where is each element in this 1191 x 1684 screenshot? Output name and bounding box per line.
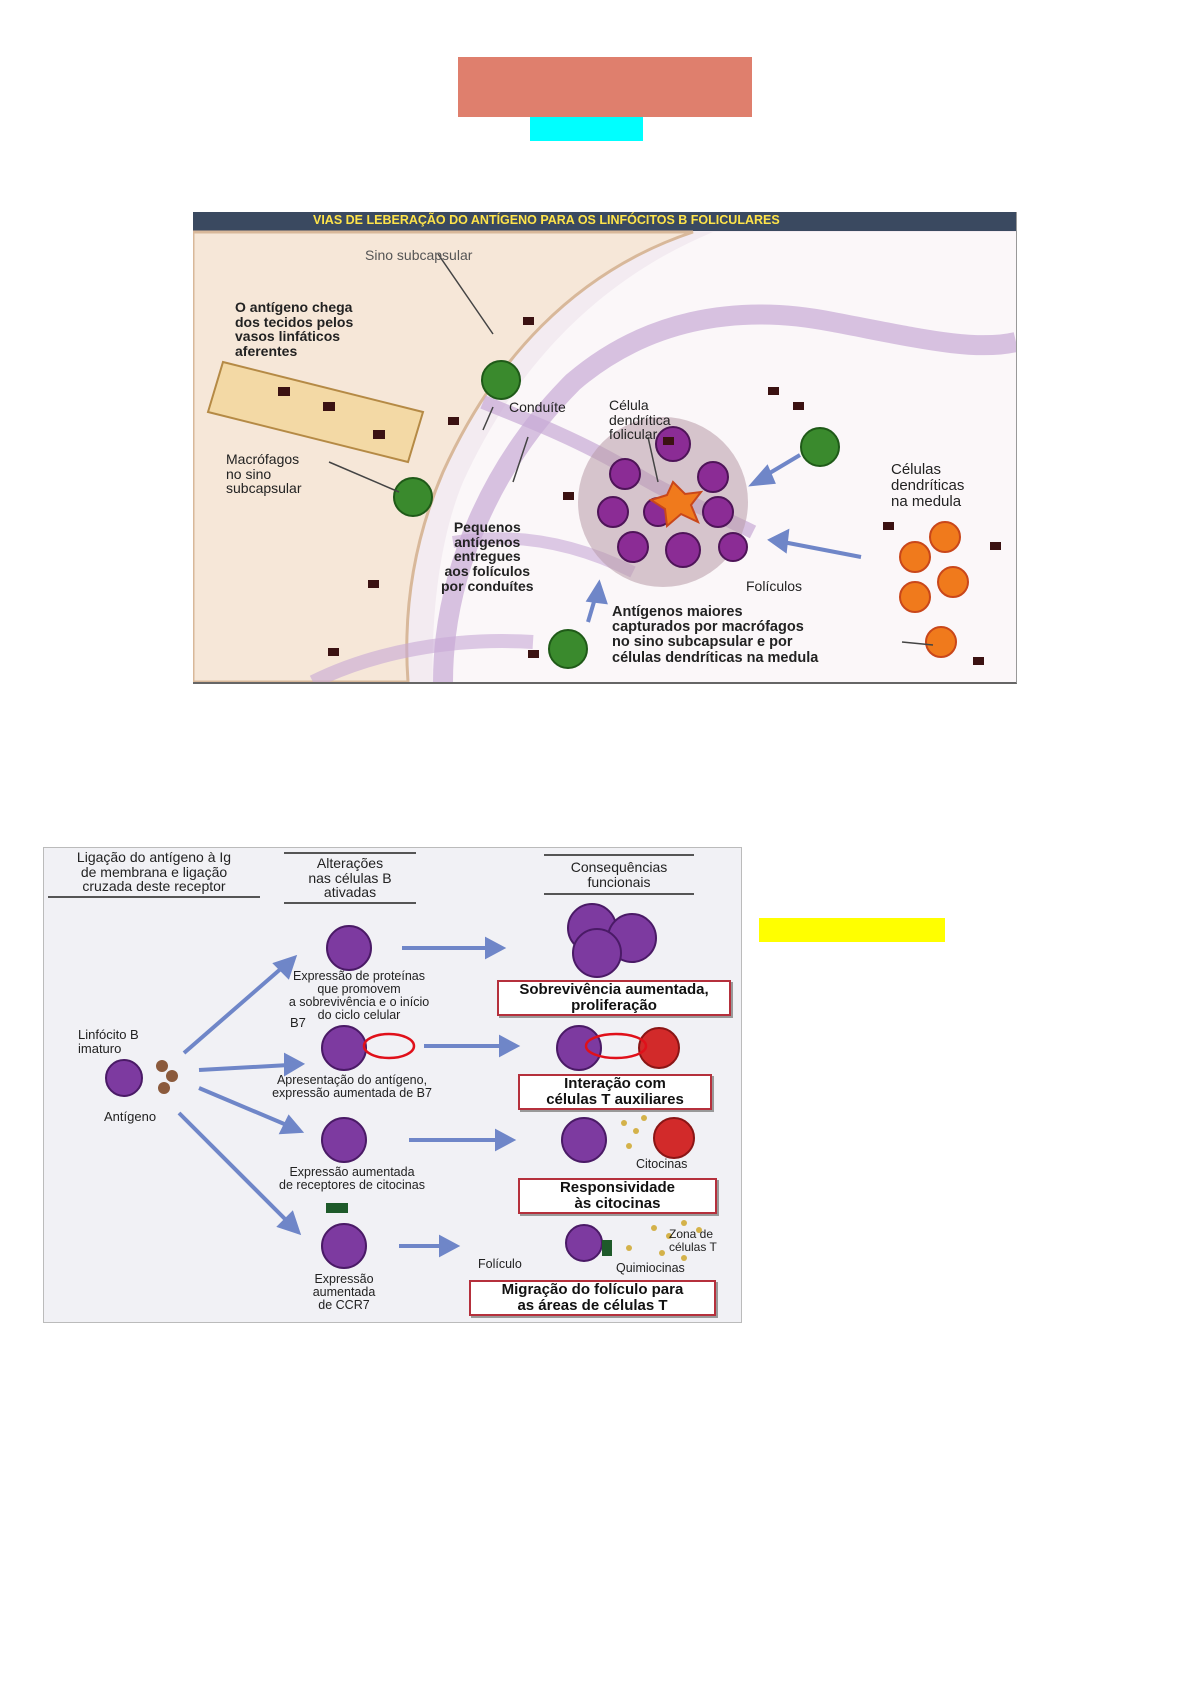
label-zona-celulas-t: Zona de células T [669, 1227, 717, 1254]
activation-illustration [105, 903, 702, 1269]
lower-sinus [309, 634, 534, 682]
header-ligacao: Ligação do antígeno à Ig de membrana e l… [48, 848, 260, 899]
leader-lines [328, 253, 934, 646]
label-sino-subcapsular: Sino subcapsular [365, 247, 473, 263]
figure1-header: VIAS DE LEBERAÇÃO DO ANTÍGENO PARA OS LI… [193, 212, 1016, 231]
label-pequenos-antigenos: Pequenos antígenos entregues aos folícul… [441, 519, 534, 594]
flow-arrows [585, 453, 862, 623]
b-cells [105, 903, 657, 1269]
header-consequencias: Consequências funcionais [544, 854, 694, 896]
cytokine-dots [621, 1115, 702, 1261]
b7-highlight [362, 1032, 416, 1060]
label-antigeno-chega: O antígeno chega dos tecidos pelos vasos… [235, 299, 354, 360]
interaction-highlight [584, 1032, 648, 1060]
box-responsividade: Responsividade às citocinas [518, 1178, 717, 1214]
label-macrofagos: Macrófagos no sino subcapsular [226, 451, 302, 497]
figure1-header-text: VIAS DE LEBERAÇÃO DO ANTÍGENO PARA OS LI… [313, 213, 780, 227]
label-celulas-dendriticas-medula: Células dendríticas na medula [891, 461, 965, 510]
label-foliculos: Folículos [746, 578, 803, 594]
label-expressao-proteinas: Expressão de proteínas que promovem a so… [288, 969, 430, 1023]
flow-arrows [177, 936, 521, 1258]
lymph-node-illustration [193, 230, 1016, 682]
ccr7-receptor [326, 1203, 348, 1213]
label-receptores-citocinas: Expressão aumentada de receptores de cit… [279, 1165, 425, 1193]
label-quimiocinas: Quimiocinas [616, 1261, 685, 1275]
title-block [458, 57, 752, 117]
label-citocinas: Citocinas [636, 1157, 688, 1171]
ccr7-receptor [602, 1240, 612, 1256]
antigen-particle [323, 402, 335, 411]
antigen-particle [373, 430, 385, 439]
yellow-highlight [759, 918, 945, 942]
t-cells [638, 1027, 695, 1159]
label-ccr7: Expressão aumentada de CCR7 [312, 1272, 376, 1313]
figure-antigen-pathways: VIAS DE LEBERAÇÃO DO ANTÍGENO PARA OS LI… [193, 212, 1017, 684]
node-capsule [193, 230, 694, 682]
subtitle-highlight [530, 117, 643, 141]
label-antigeno: Antígeno [104, 1109, 157, 1124]
box-sobrevivencia: Sobrevivência aumentada, proliferação [497, 980, 731, 1016]
figure-b-cell-activation: Ligação do antígeno à Ig de membrana e l… [43, 847, 742, 1323]
afferent-vessel [206, 360, 425, 464]
header-alteracoes: Alterações nas células B ativadas [284, 852, 416, 905]
label-conduite: Conduíte [509, 399, 566, 415]
box-interacao: Interação com células T auxiliares [518, 1074, 712, 1110]
b-cells [597, 426, 748, 568]
antigen-cluster [156, 1060, 178, 1094]
medullary-dendritic-cells [899, 521, 969, 658]
label-antigenos-maiores: Antígenos maiores capturados por macrófa… [612, 604, 819, 666]
label-apresentacao: Apresentação do antígeno, expressão aume… [272, 1073, 432, 1101]
antigen-particle [278, 387, 290, 396]
label-b7: B7 [290, 1015, 306, 1030]
label-celula-dendritica-folicular: Célula dendrítica folicular [609, 397, 671, 443]
follicular-dendritic-cell [648, 480, 704, 528]
box-migracao: Migração do folículo para as áreas de cé… [469, 1280, 716, 1316]
macrophages [393, 360, 840, 669]
label-foliculo: Folículo [478, 1257, 522, 1271]
label-linfocito: Linfócito B imaturo [78, 1027, 139, 1056]
antigen-particles [328, 317, 1001, 665]
